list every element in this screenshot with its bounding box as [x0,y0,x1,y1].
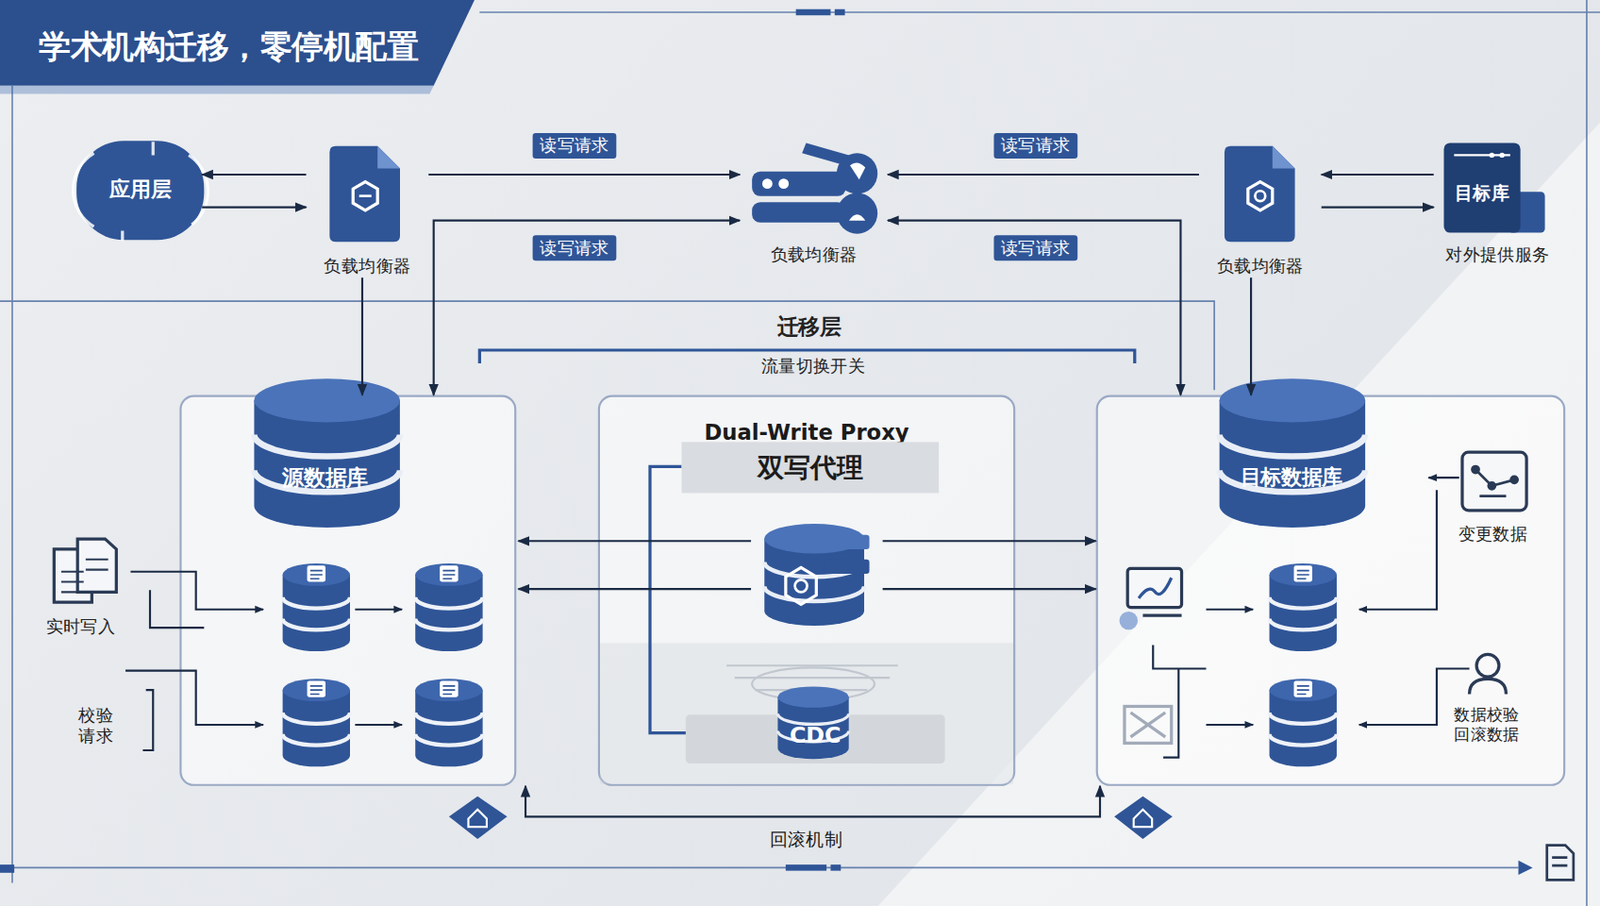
connector [361,277,364,395]
connector [428,173,740,176]
edge-label: 读写请求 [994,133,1079,159]
connector [201,205,306,208]
title: 学术机构迁移，零停机配置 [38,26,478,67]
router-icon [751,142,878,234]
load-balancer: 负载均衡器 [1199,142,1322,278]
text-label: 变更数据 [1441,523,1544,546]
text-label: 源数据库 [246,464,405,491]
connector [887,173,1200,176]
connector [1321,205,1434,208]
connector [517,587,751,590]
target-store-icon [1444,142,1546,233]
text-label: 流量切换开关 [711,354,916,377]
connector [517,539,751,542]
connector [433,220,740,396]
connector [525,785,1100,817]
connector [883,587,1097,590]
text-label: 迁移层 [707,313,912,340]
connector [1321,173,1434,176]
text-label: CDC [685,721,946,750]
edge-label: 读写请求 [533,234,617,261]
text-label: 负载均衡器 [739,244,888,267]
text-label: 对外提供服务 [1433,244,1562,267]
connector [201,173,306,176]
text-label: 负载均衡器 [1199,254,1322,277]
app-layer-circle: 应用层 [76,140,204,240]
load-balancer: 负载均衡器 [739,137,888,268]
edge-label: 读写请求 [994,234,1079,261]
cdc-box: CDC [685,714,946,764]
proxy-container: Dual-Write Proxy双写代理CDC [598,395,1016,786]
text-label: 应用层 [76,176,204,202]
text-label: 负载均衡器 [305,254,429,277]
connector [887,220,1181,396]
connector [1250,277,1252,395]
edge-label: 读写请求 [533,133,617,159]
text-label: 数据校验 回滚数据 [1453,703,1536,745]
target-store: 目标库对外提供服务 [1433,140,1562,268]
text-label: 实时写入 [46,615,138,637]
load-balancer-icon [329,146,400,243]
text-label: 校验请求 [78,703,119,748]
text-label: 双写代理 [682,441,940,493]
source-container: 源数据库 [179,395,517,786]
edge-label: 回滚机制 [769,828,844,851]
connector [883,539,1097,542]
corner-icon [1547,845,1574,881]
text-label: 目标库 [1444,182,1521,205]
text-label: 目标数据库 [1211,464,1372,490]
load-balancer-icon [1224,146,1296,243]
load-balancer: 负载均衡器 [305,142,429,278]
document-icon [53,538,117,602]
